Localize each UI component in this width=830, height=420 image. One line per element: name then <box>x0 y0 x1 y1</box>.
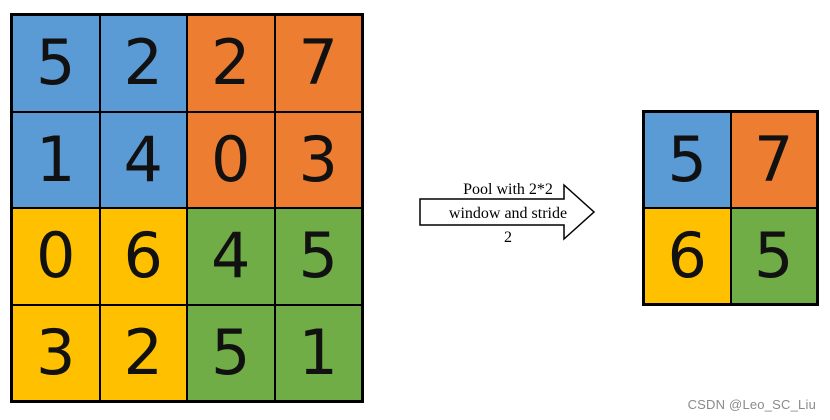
input-cell-r3c3: 4 <box>187 208 275 305</box>
output-grid: 5 7 6 5 <box>642 110 819 306</box>
input-cell-r1c4: 7 <box>274 15 362 112</box>
arrow-label-line-1: Pool with 2*2 <box>463 181 553 198</box>
arrow-label-line-2: window and stride <box>448 205 568 222</box>
output-cell-r1c2: 7 <box>730 112 817 208</box>
input-cell-r1c3: 2 <box>187 15 275 112</box>
output-cell-r2c1: 6 <box>644 208 731 304</box>
watermark: CSDN @Leo_SC_Liu <box>687 397 816 412</box>
input-cell-r2c2: 4 <box>99 111 187 208</box>
arrow-label-line-3: 2 <box>504 229 512 246</box>
input-cell-r2c3: 0 <box>187 111 275 208</box>
output-cell-r2c2: 5 <box>730 208 817 304</box>
input-cell-r2c4: 3 <box>274 111 362 208</box>
input-cell-r4c1: 3 <box>12 304 100 401</box>
output-cell-r1c1: 5 <box>644 112 731 208</box>
input-cell-r4c3: 5 <box>187 304 275 401</box>
input-cell-r3c1: 0 <box>12 208 100 305</box>
input-cell-r4c2: 2 <box>99 304 187 401</box>
input-cell-r2c1: 1 <box>12 111 100 208</box>
input-grid: 5 2 2 7 1 4 0 3 0 6 4 5 3 2 5 1 <box>10 13 364 403</box>
input-cell-r1c2: 2 <box>99 15 187 112</box>
input-cell-r4c4: 1 <box>274 304 362 401</box>
right-arrow-icon <box>419 183 596 241</box>
input-cell-r3c2: 6 <box>99 208 187 305</box>
input-cell-r1c1: 5 <box>12 15 100 112</box>
arrow-label: Pool with 2*2 window and stride 2 <box>420 178 596 250</box>
input-cell-r3c4: 5 <box>274 208 362 305</box>
